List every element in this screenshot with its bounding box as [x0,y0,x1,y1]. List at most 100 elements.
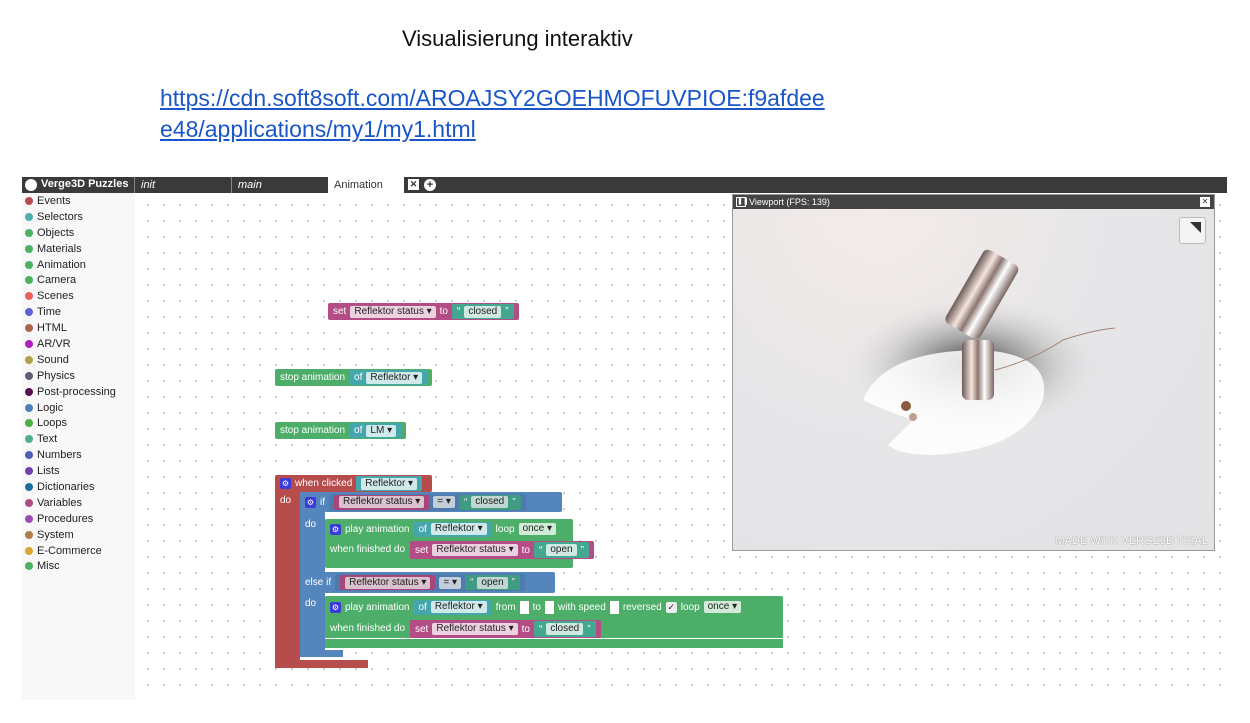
text-value[interactable]: closed [471,496,509,508]
text-value[interactable]: closed [546,623,584,635]
category-item[interactable]: Numbers [22,447,135,463]
category-item[interactable]: Lists [22,463,135,479]
else-if-row[interactable]: else if Reflektor status ▾ = ▾ “open” [300,572,555,593]
category-item[interactable]: Camera [22,272,135,288]
operator-dropdown[interactable]: = ▾ [433,496,455,508]
variable-dropdown[interactable]: Reflektor status ▾ [350,305,436,318]
variable-dropdown[interactable]: Reflektor status ▾ [432,544,518,556]
category-label: Sound [37,353,69,366]
gear-icon[interactable]: ⚙ [330,523,341,535]
category-item[interactable]: Loops [22,415,135,431]
variable-dropdown[interactable]: Reflektor status ▾ [339,496,425,508]
gear-icon[interactable]: ⚙ [305,496,316,508]
object-dropdown[interactable]: Reflektor ▾ [361,477,418,490]
loop-dropdown[interactable]: once ▾ [703,601,742,613]
tab-animation[interactable]: Animation [328,177,404,193]
object-block[interactable]: Reflektor ▾ [356,476,423,491]
object-dropdown[interactable]: LM ▾ [366,424,397,437]
to-label: to [439,306,448,317]
category-item[interactable]: Sound [22,352,135,368]
pause-icon[interactable]: ❚❚ [736,197,749,207]
category-item[interactable]: Selectors [22,209,135,225]
operator-dropdown[interactable]: = ▾ [439,576,462,589]
text-block[interactable]: “open” [465,575,521,590]
variable-block[interactable]: Reflektor status ▾ [340,575,436,590]
tab-init[interactable]: init [134,177,231,193]
app-link[interactable]: https://cdn.soft8soft.com/AROAJSY2GOEHMO… [160,83,860,145]
reversed-checkbox[interactable]: ✓ [665,601,677,613]
set-variable-block[interactable]: set Reflektor status ▾ to “closed” [328,303,519,320]
category-item[interactable]: Animation [22,257,135,273]
to-input-slot[interactable] [545,600,554,614]
category-item[interactable]: Time [22,304,135,320]
link-line-2[interactable]: e48/applications/my1/my1.html [160,116,476,142]
category-item[interactable]: E-Commerce [22,543,135,559]
when-clicked-block-frame[interactable] [275,475,300,665]
category-item[interactable]: AR/VR [22,336,135,352]
category-item[interactable]: Text [22,431,135,447]
category-dot-icon [25,308,33,317]
text-block[interactable]: “closed” [533,621,596,637]
category-label: Scenes [37,290,74,303]
object-dropdown[interactable]: Reflektor ▾ [430,601,487,613]
set-variable-block[interactable]: set Reflektor status ▾ to “open” [410,541,594,559]
category-dot-icon [25,292,33,301]
category-item[interactable]: Scenes [22,288,135,304]
from-input-slot[interactable] [519,600,529,614]
knob [909,413,917,421]
category-item[interactable]: Post-processing [22,384,135,400]
fullscreen-button[interactable] [1179,217,1206,244]
category-item[interactable]: System [22,527,135,543]
category-item[interactable]: Events [22,193,135,209]
viewport-panel[interactable]: ❚❚ Viewport (FPS: 139) ✕ MADE WITH VERGE… [732,194,1215,551]
category-dot-icon [25,403,33,412]
3d-lamp-scene[interactable] [733,210,1214,550]
category-label: Selectors [37,210,83,223]
close-tab-icon[interactable]: ✕ [408,179,419,190]
add-tab-icon[interactable]: + [424,179,436,191]
loop-dropdown[interactable]: once ▾ [518,523,557,535]
when-clicked-block[interactable]: ⚙ when clicked Reflektor ▾ [275,475,432,492]
category-item[interactable]: Variables [22,495,135,511]
gear-icon[interactable]: ⚙ [330,601,341,613]
category-dot-icon [25,435,33,444]
category-item[interactable]: Misc [22,558,135,574]
close-viewport-icon[interactable]: ✕ [1200,197,1210,207]
category-item[interactable]: Materials [22,241,135,257]
object-dropdown[interactable]: Reflektor ▾ [366,371,423,384]
object-dropdown[interactable]: Reflektor ▾ [430,523,487,535]
variable-dropdown[interactable]: Reflektor status ▾ [432,623,518,635]
set-variable-block[interactable]: set Reflektor status ▾ to “closed” [410,620,601,638]
text-block[interactable]: “closed” [451,304,514,319]
variable-block[interactable]: Reflektor status ▾ [334,494,430,510]
link-line-1[interactable]: https://cdn.soft8soft.com/AROAJSY2GOEHMO… [160,85,825,111]
speed-input-slot[interactable] [609,600,619,614]
compare-block[interactable]: Reflektor status ▾ = ▾ “closed” [329,493,526,511]
category-dot-icon [25,419,33,428]
text-block[interactable]: “closed” [458,494,521,510]
text-value[interactable]: open [546,544,577,556]
category-item[interactable]: Objects [22,225,135,241]
gear-icon[interactable]: ⚙ [280,478,291,489]
if-block[interactable]: ⚙ if Reflektor status ▾ = ▾ “closed” [300,492,562,512]
category-item[interactable]: Dictionaries [22,479,135,495]
tab-main[interactable]: main [231,177,328,193]
category-item[interactable]: Physics [22,368,135,384]
category-dot-icon [25,244,33,253]
text-value[interactable]: closed [464,305,502,318]
category-item[interactable]: Logic [22,400,135,416]
text-block[interactable]: “open” [533,542,589,558]
text-value[interactable]: open [477,576,508,589]
variable-dropdown[interactable]: Reflektor status ▾ [345,576,431,589]
category-item[interactable]: Procedures [22,511,135,527]
compare-block[interactable]: Reflektor status ▾ = ▾ “open” [335,574,526,591]
category-item[interactable]: HTML [22,320,135,336]
